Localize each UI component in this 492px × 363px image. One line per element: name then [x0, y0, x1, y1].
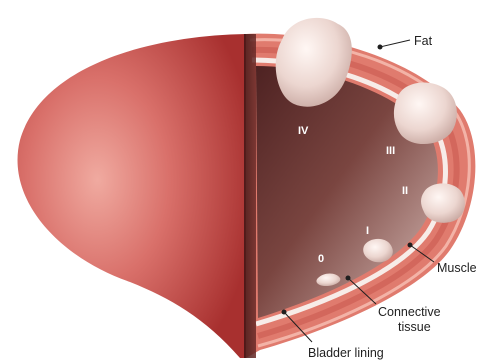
- stage-label-ii: II: [402, 185, 408, 197]
- leader-fat: [378, 40, 411, 50]
- label-connective-tissue-line1: Connective: [378, 305, 441, 319]
- tumor-stage-iii: [394, 82, 457, 144]
- cut-edge: [244, 34, 256, 358]
- stage-label-i: I: [366, 225, 369, 237]
- stage-label-iii: III: [386, 145, 395, 157]
- label-fat: Fat: [414, 34, 433, 48]
- label-muscle: Muscle: [437, 261, 477, 275]
- label-connective-tissue-line2: tissue: [398, 320, 431, 334]
- stage-label-0: 0: [318, 253, 324, 265]
- stage-label-iv: IV: [298, 125, 309, 137]
- label-bladder-lining: Bladder lining: [308, 346, 384, 360]
- bladder-outer-wall: [18, 34, 246, 358]
- tumor-stage-ii: [421, 183, 465, 222]
